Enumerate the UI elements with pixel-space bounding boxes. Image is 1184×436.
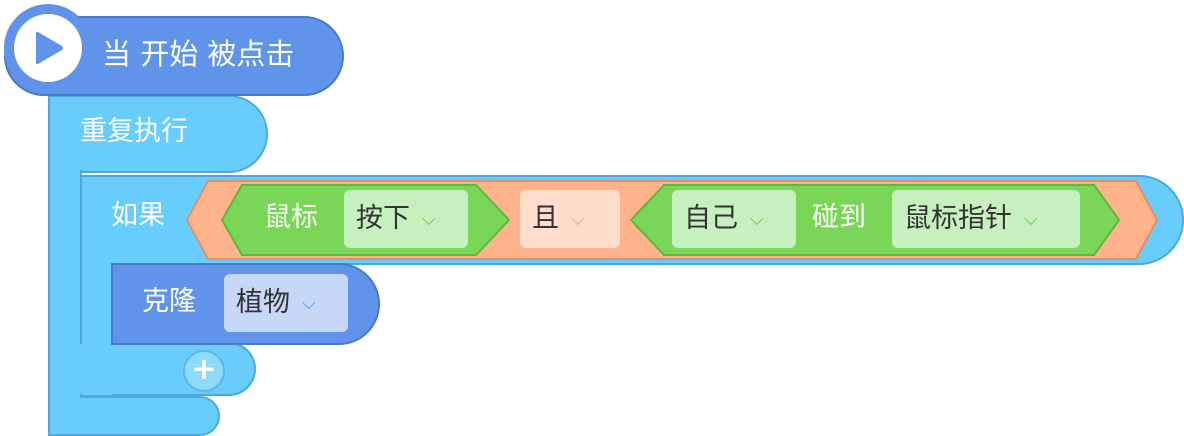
if-arm-fill: [82, 262, 112, 395]
forever-label: 重复执行: [80, 116, 188, 147]
logic-operator-dropdown[interactable]: 且⌵: [520, 190, 620, 248]
chevron-down-icon: ⌵: [571, 208, 585, 230]
mouse-state-dropdown[interactable]: 按下 ⌵: [344, 190, 468, 248]
forever-block-bottom: [48, 396, 220, 436]
chevron-down-icon: ⌵: [422, 208, 436, 230]
mouse-label: 鼠标: [264, 202, 318, 233]
if-label: 如果: [111, 200, 165, 231]
forever-arm-fill: [50, 172, 80, 398]
play-icon[interactable]: [14, 14, 82, 82]
touching-self-dropdown[interactable]: 自己 ⌵: [672, 190, 796, 248]
touching-label: 碰到: [812, 202, 866, 233]
touching-object-value: 鼠标指针: [904, 203, 1012, 234]
clone-label: 克隆: [142, 286, 196, 317]
clone-target-value: 植物: [236, 287, 290, 318]
mouse-state-value: 按下: [356, 203, 410, 234]
touching-self-value: 自己: [684, 203, 738, 234]
forever-block[interactable]: [48, 95, 268, 173]
clone-target-dropdown[interactable]: 植物 ⌵: [224, 274, 348, 332]
logic-operator-value: 且: [532, 203, 559, 234]
chevron-down-icon: ⌵: [302, 292, 316, 314]
add-block-button[interactable]: +: [183, 350, 225, 392]
chevron-down-icon: ⌵: [1024, 208, 1038, 230]
hat-label: 当 开始 被点击: [102, 37, 295, 71]
touching-object-dropdown[interactable]: 鼠标指针 ⌵: [892, 190, 1080, 248]
chevron-down-icon: ⌵: [750, 208, 764, 230]
